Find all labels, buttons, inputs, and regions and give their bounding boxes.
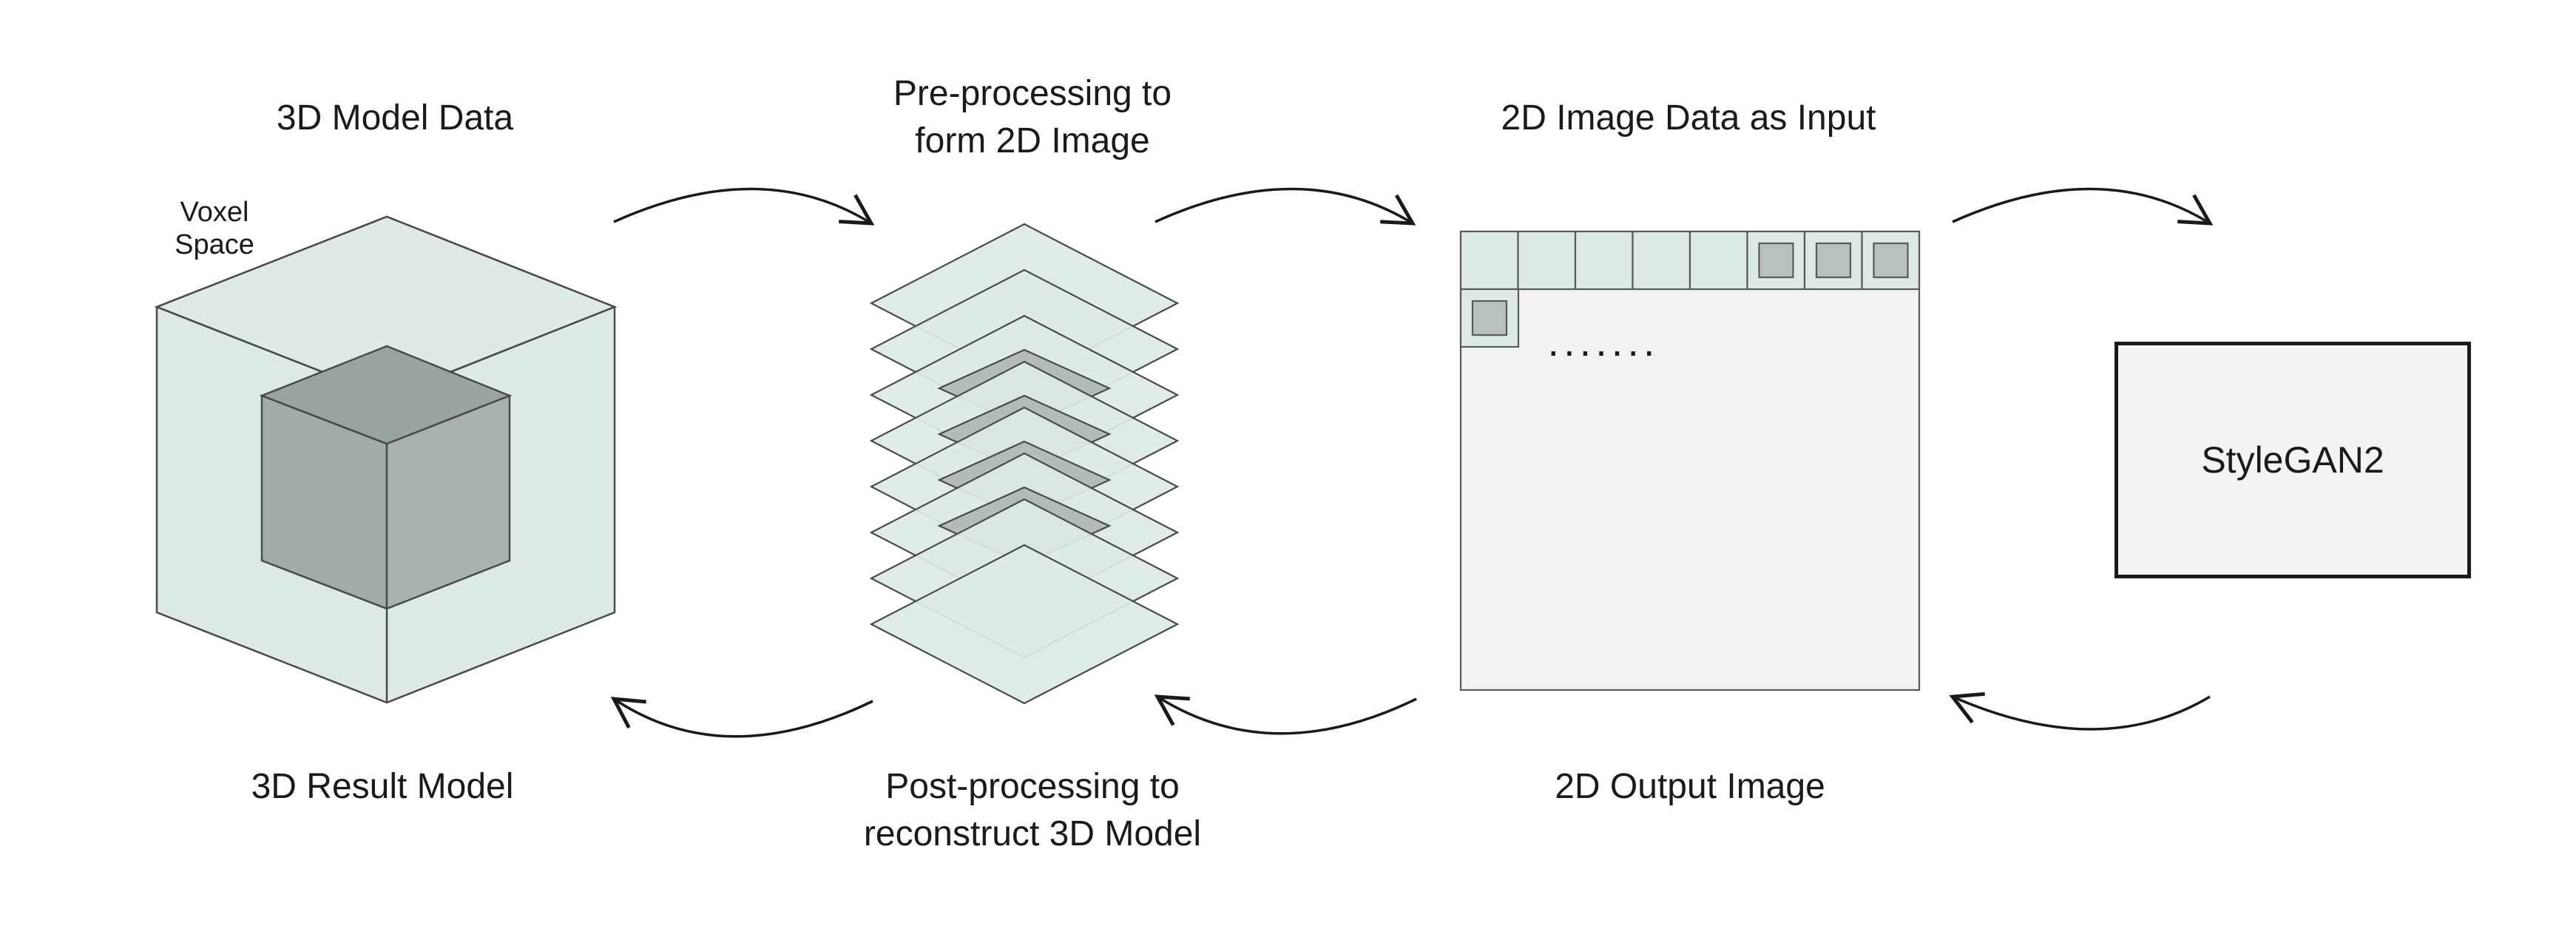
- postprocess-line2: reconstruct 3D Model: [863, 814, 1202, 853]
- voxel-label-line1: Voxel: [180, 197, 249, 228]
- preprocess-line2: form 2D Image: [915, 121, 1150, 160]
- voxel-label-line2: Space: [175, 229, 254, 260]
- inner-solid-cube: [259, 345, 513, 610]
- grid-ellipsis: .......: [1547, 318, 1660, 365]
- postprocess-label: Post-processing to reconstruct 3D Model: [774, 763, 1291, 858]
- arrow-image-to-network: [1952, 187, 2214, 226]
- grid-cell: [1574, 230, 1634, 291]
- stylegan2-label: StyleGAN2: [2201, 439, 2384, 481]
- arrow-model-to-preprocess: [613, 187, 875, 226]
- output-image-label: 2D Output Image: [1555, 767, 1825, 806]
- flow-arrows: [610, 187, 2214, 738]
- grid-cell-filled: [1815, 242, 1852, 279]
- model-data-label: 3D Model Data: [276, 98, 514, 138]
- arrow-output-to-postprocess: [1154, 694, 1417, 735]
- arrow-postprocess-to-result: [610, 697, 873, 738]
- voxel-space-label: Voxel Space: [175, 196, 254, 261]
- postprocess-line1: Post-processing to: [885, 767, 1180, 806]
- stylegan2-box: StyleGAN2: [2114, 342, 2471, 578]
- grid-cell: [1459, 230, 1519, 291]
- arrow-network-to-output: [1949, 692, 2211, 731]
- arrow-preprocess-to-image: [1155, 187, 1416, 226]
- result-model-label: 3D Result Model: [251, 767, 514, 806]
- grid-cell-filled: [1758, 242, 1794, 279]
- grid-cell: [1688, 230, 1748, 291]
- preprocess-label: Pre-processing to form 2D Image: [774, 70, 1291, 165]
- grid-cell: [1632, 230, 1691, 291]
- grid-cell: [1517, 230, 1577, 291]
- preprocess-line1: Pre-processing to: [893, 74, 1172, 113]
- slice-stack: [869, 223, 1180, 705]
- image-input-label: 2D Image Data as Input: [1501, 98, 1876, 138]
- image-grid: [1459, 230, 1921, 692]
- grid-cell-filled: [1873, 242, 1909, 279]
- slice-layer: [869, 544, 1180, 705]
